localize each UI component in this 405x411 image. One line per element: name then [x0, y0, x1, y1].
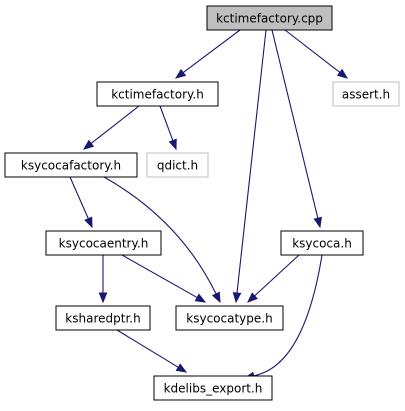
edge-arrowhead: [313, 216, 322, 229]
edge-ksycoca-h-to-ksycocatype-h: [247, 254, 300, 303]
edge-arrowhead: [247, 292, 258, 303]
node-label: assert.h: [342, 88, 390, 102]
node-box: [55, 305, 151, 331]
edge-arrowhead: [336, 68, 349, 79]
edge-arrowhead: [232, 292, 242, 304]
edge-line: [254, 254, 300, 297]
edge-line: [253, 254, 323, 377]
node-label: ksycocafactory.h: [21, 159, 121, 173]
node-kdelibs-export-h[interactable]: kdelibs_export.h: [153, 375, 273, 401]
edge-ksycocaentry-h-to-ksycocatype-h: [121, 254, 207, 303]
node-label: ksycocaentry.h: [59, 237, 149, 251]
node-label: ksharedptr.h: [65, 312, 140, 326]
edge-arrowhead: [84, 216, 93, 229]
edge-line: [121, 254, 198, 299]
node-kctimefactory-cpp[interactable]: kctimefactory.cpp: [206, 5, 333, 31]
node-ksycoca-h[interactable]: ksycoca.h: [280, 230, 364, 256]
node-label: kctimefactory.h: [111, 88, 204, 102]
node-box: [146, 152, 209, 178]
node-ksycocafactory-h[interactable]: ksycocafactory.h: [4, 152, 138, 178]
edge-arrowhead: [194, 293, 207, 303]
edge-line: [182, 29, 241, 74]
edge-kctimefactory-cpp-to-ksycoca-h: [271, 29, 322, 229]
edge-arrowhead: [168, 138, 177, 151]
node-box: [4, 152, 138, 178]
edges-layer: [69, 29, 349, 381]
node-box: [206, 5, 333, 31]
node-box: [96, 81, 219, 107]
edge-kctimefactory-h-to-qdict-h: [159, 105, 177, 151]
nodes-layer: kctimefactory.cpp kctimefactory.h assert.h…: [4, 5, 400, 401]
node-label: ksycoca.h: [292, 237, 352, 251]
edge-arrowhead: [98, 292, 108, 304]
edge-arrowhead: [82, 139, 95, 150]
node-box: [153, 375, 273, 401]
node-ksharedptr-h[interactable]: ksharedptr.h: [55, 305, 151, 331]
edge-kctimefactory-cpp-to-kctimefactory-h: [174, 29, 241, 79]
node-box: [175, 305, 284, 331]
edge-kctimefactory-cpp-to-ksycocatype-h: [232, 29, 267, 304]
edge-arrowhead: [175, 363, 188, 373]
edge-ksycocafactory-h-to-ksycocatype-h: [103, 176, 221, 304]
node-label: qdict.h: [157, 159, 198, 173]
edge-ksycocafactory-h-to-ksycocaentry-h: [69, 176, 93, 229]
node-box: [332, 81, 400, 107]
node-label: ksycocatype.h: [186, 312, 272, 326]
edge-arrowhead: [211, 291, 221, 304]
edge-kctimefactory-h-to-ksycocafactory-h: [82, 105, 140, 150]
node-assert-h: assert.h: [332, 81, 400, 107]
edge-kctimefactory-cpp-to-assert-h: [284, 29, 349, 79]
node-ksycocaentry-h[interactable]: ksycocaentry.h: [45, 230, 162, 256]
edge-line: [69, 176, 89, 219]
edge-line: [103, 176, 217, 295]
edge-line: [116, 329, 179, 368]
edge-ksharedptr-h-to-kdelibs-export-h: [116, 329, 188, 373]
edge-line: [90, 105, 140, 144]
edge-ksycocaentry-h-to-ksharedptr-h: [98, 255, 108, 304]
node-ksycocatype-h[interactable]: ksycocatype.h: [175, 305, 284, 331]
edge-line: [271, 29, 319, 219]
node-kctimefactory-h[interactable]: kctimefactory.h: [96, 81, 219, 107]
node-box: [45, 230, 162, 256]
edge-line: [236, 29, 267, 294]
node-label: kdelibs_export.h: [164, 382, 263, 396]
node-label: kctimefactory.cpp: [216, 12, 323, 26]
node-qdict-h: qdict.h: [146, 152, 209, 178]
edge-arrowhead: [174, 68, 187, 79]
edge-line: [159, 105, 174, 141]
node-box: [280, 230, 364, 256]
edge-line: [284, 29, 341, 73]
